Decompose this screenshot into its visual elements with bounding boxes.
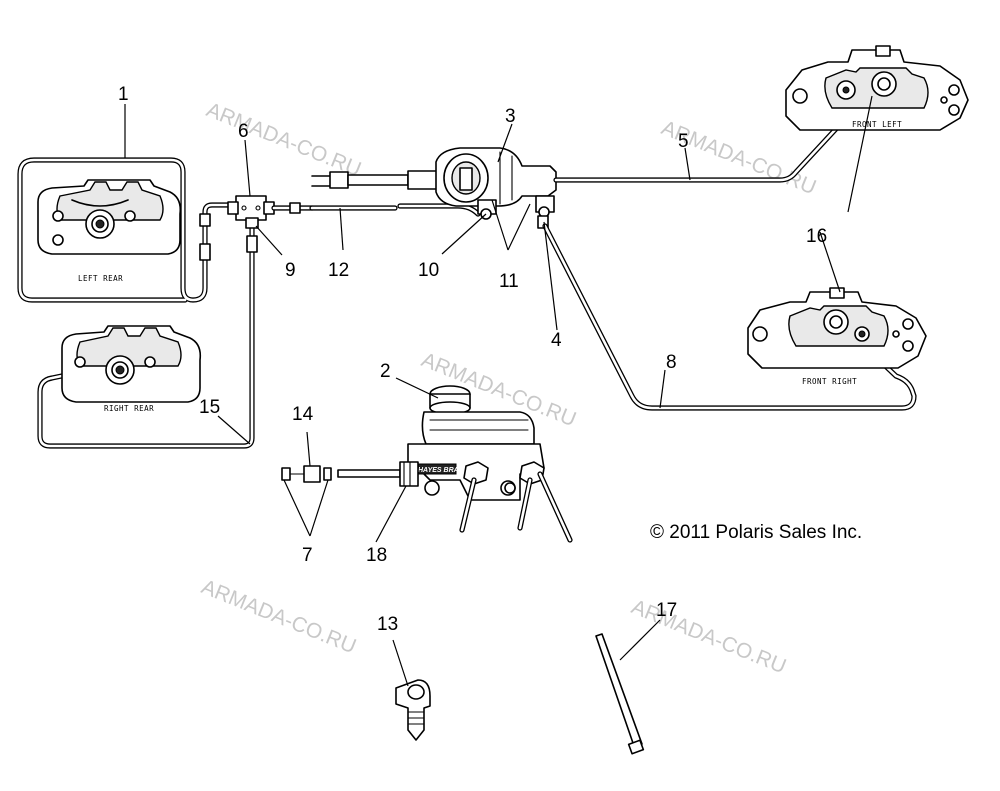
callout-5: 5	[678, 131, 689, 152]
callout-1: 1	[118, 84, 129, 105]
front-left-label: FRONT LEFT	[852, 120, 902, 129]
callout-6: 6	[238, 121, 249, 142]
front-right-label: FRONT RIGHT	[802, 377, 857, 386]
callout-11: 11	[499, 271, 519, 292]
leader-lines	[124, 95, 873, 687]
callout-18: 18	[366, 545, 387, 566]
callout-14: 14	[292, 404, 314, 425]
front-right-caliper: FRONT RIGHT	[747, 287, 927, 386]
rear-left-brake-line	[17, 157, 249, 303]
front-left-caliper: FRONT LEFT	[785, 45, 969, 131]
copyright-notice: © 2011 Polaris Sales Inc.	[650, 522, 862, 543]
cable-tie-part	[595, 633, 645, 755]
left-rear-label: LEFT REAR	[78, 274, 123, 283]
callout-4: 4	[551, 330, 562, 351]
callout-13: 13	[377, 614, 398, 635]
clevis-and-clips	[281, 465, 332, 483]
right-rear-label: RIGHT REAR	[104, 404, 154, 413]
watermark-2: ARMADA-CO.RU	[658, 116, 819, 199]
callout-7: 7	[302, 545, 313, 566]
callout-3: 3	[505, 106, 516, 127]
brake-line-tee-block	[227, 195, 275, 229]
left-rear-caliper: LEFT REAR	[37, 179, 182, 283]
master-cylinder: HAYES BRAKE	[337, 385, 573, 543]
callout-16: 16	[806, 226, 827, 247]
master-cylinder-brand: HAYES BRAKE	[418, 467, 469, 474]
front-right-brake-line	[542, 223, 917, 411]
callout-15: 15	[199, 397, 220, 418]
watermark-5: ARMADA-CO.RU	[628, 595, 789, 678]
callout-17: 17	[656, 600, 677, 621]
watermark-4: ARMADA-CO.RU	[198, 575, 359, 658]
callout-numbers: 1 2 3 4 5 6 7 8 9 10 11 12 13 14 15 16 1…	[118, 84, 827, 635]
bracket-part	[395, 679, 431, 741]
watermark-1: ARMADA-CO.RU	[203, 98, 364, 181]
rear-master-cylinder-assembly	[311, 147, 557, 229]
right-rear-caliper: RIGHT REAR	[61, 325, 202, 413]
front-left-brake-line	[553, 87, 875, 183]
callout-2: 2	[380, 361, 391, 382]
callout-12: 12	[328, 260, 349, 281]
callout-10: 10	[418, 260, 439, 281]
callout-9: 9	[285, 260, 296, 281]
callout-8: 8	[666, 352, 677, 373]
